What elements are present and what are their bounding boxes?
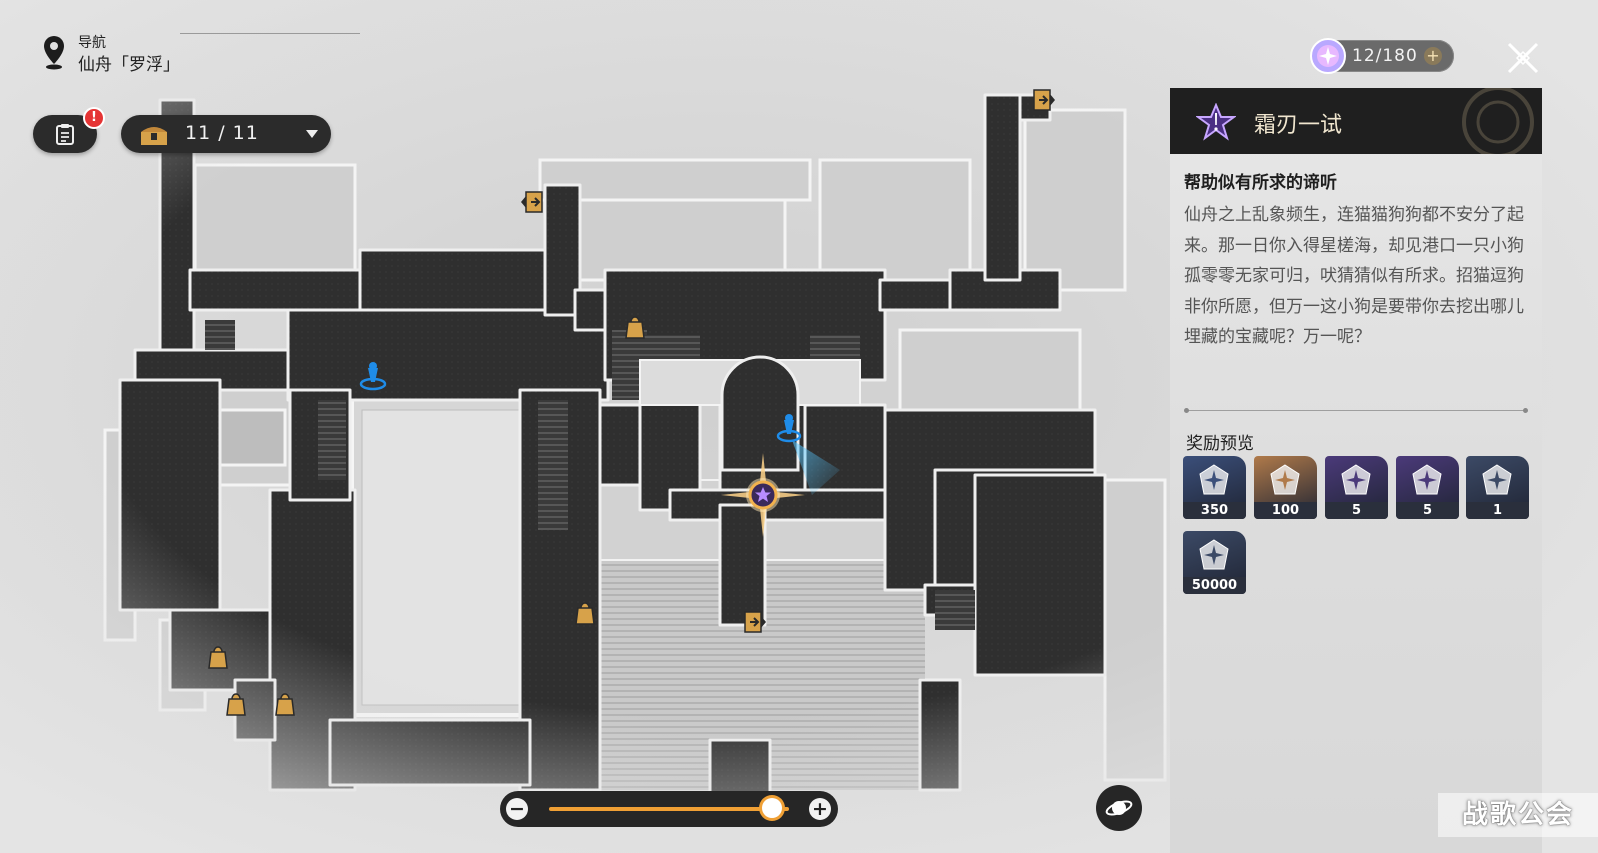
zoom-slider[interactable]: − +: [500, 791, 838, 827]
teleport-marker[interactable]: [359, 362, 387, 391]
quest-detail-panel: 霜刃一试 帮助似有所求的谛听 仙舟之上乱象频生，连猫猫狗狗都不安分了起来。那一日…: [1170, 88, 1542, 853]
reward-quantity: 5: [1325, 502, 1388, 519]
region-name[interactable]: 仙舟「罗浮」: [78, 55, 180, 75]
trailblaze-exp-icon: [1199, 464, 1229, 495]
reward-item[interactable]: 1: [1466, 456, 1529, 519]
header-divider: [180, 33, 360, 34]
trailblaze-power-icon: [1310, 38, 1346, 74]
planet-icon: [1105, 800, 1133, 816]
section-divider: [1184, 408, 1528, 413]
zoom-track[interactable]: [549, 807, 789, 811]
quest-title: 霜刃一试: [1254, 113, 1343, 138]
reward-quantity: 5: [1396, 502, 1459, 519]
watermark: 战歌公会: [1438, 793, 1598, 837]
location-pin-icon: [44, 36, 64, 70]
refined-aether-icon: [1412, 464, 1442, 495]
stellar-jade-icon: [1270, 464, 1300, 495]
zoom-out-button[interactable]: −: [506, 798, 528, 820]
quest-subtitle: 帮助似有所求的谛听: [1184, 173, 1337, 193]
close-icon[interactable]: [1503, 38, 1543, 78]
rewards-title: 奖励预览: [1186, 434, 1254, 454]
zoom-handle[interactable]: [762, 798, 783, 818]
reward-item[interactable]: 100: [1254, 456, 1317, 519]
treasure-chest-icon: [141, 127, 167, 145]
chest-counter-dropdown[interactable]: 11 / 11: [121, 115, 331, 153]
navigation-header: 导航 仙舟「罗浮」: [42, 34, 180, 76]
reward-item[interactable]: 50000: [1183, 531, 1246, 594]
reward-quantity: 50000: [1183, 577, 1246, 594]
world-switch-button[interactable]: [1096, 785, 1142, 831]
book-icon: [1482, 464, 1512, 495]
teleport-marker-active[interactable]: [776, 414, 802, 443]
reward-item[interactable]: 5: [1325, 456, 1388, 519]
quest-marker[interactable]: [721, 453, 805, 537]
reward-quantity: 1: [1466, 502, 1529, 519]
credit-icon: [1199, 539, 1229, 570]
reward-quantity: 100: [1254, 502, 1317, 519]
reward-item[interactable]: 350: [1183, 456, 1246, 519]
notification-badge: !: [83, 107, 105, 129]
reward-quantity: 350: [1183, 502, 1246, 519]
adventure-log-icon: [1341, 464, 1371, 495]
quest-star-icon: [1196, 103, 1236, 141]
quest-description: 仙舟之上乱象频生，连猫猫狗狗都不安分了起来。那一日你入得星槎海，却见港口一只小狗…: [1184, 205, 1524, 347]
clipboard-icon: [56, 124, 74, 145]
shop-marker[interactable]: [208, 316, 645, 716]
quest-header: 霜刃一试: [1170, 88, 1542, 154]
navigation-title: 导航: [78, 35, 106, 51]
exit-marker[interactable]: [521, 89, 1055, 633]
emblem-icon: [1462, 88, 1534, 154]
reward-item[interactable]: 5: [1396, 456, 1459, 519]
trailblaze-power-value: 12/180: [1352, 46, 1418, 66]
add-power-button[interactable]: +: [1424, 47, 1442, 65]
trailblaze-power[interactable]: 12/180 +: [1310, 38, 1454, 74]
chevron-down-icon: [306, 130, 318, 138]
mission-log-button[interactable]: !: [33, 107, 105, 153]
chest-count: 11 / 11: [185, 122, 259, 144]
zoom-in-button[interactable]: +: [809, 798, 831, 820]
